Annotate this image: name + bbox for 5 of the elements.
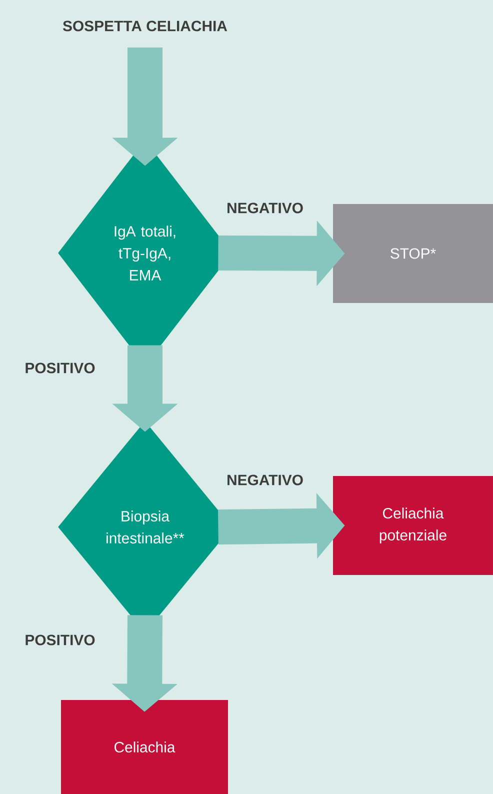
edge-label: POSITIVO — [26, 634, 95, 646]
start-label: SOSPETTA CELIACHIA — [62, 20, 228, 32]
result-box: STOP* — [333, 204, 493, 303]
result-box: Celiachia — [61, 700, 228, 794]
result-box: Celiachia potenziale — [333, 476, 493, 575]
